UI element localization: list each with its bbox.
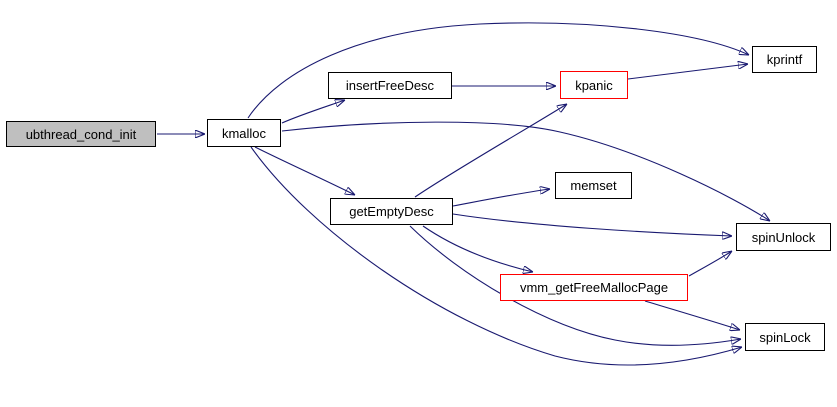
node-insertFreeDesc[interactable]: insertFreeDesc xyxy=(328,72,452,99)
edge-getEmptyDesc-kpanic xyxy=(414,104,567,198)
edge-kmalloc-spinLock xyxy=(250,146,742,366)
edge-vmm_getFreeMallocPage-spinUnlock xyxy=(688,251,732,277)
edge-kmalloc-getEmptyDesc xyxy=(254,146,355,195)
node-memset[interactable]: memset xyxy=(555,172,632,199)
edge-getEmptyDesc-vmm_getFreeMallocPage xyxy=(422,225,533,272)
node-kprintf[interactable]: kprintf xyxy=(752,46,817,73)
node-ubthread_cond_init: ubthread_cond_init xyxy=(6,121,156,147)
node-vmm_getFreeMallocPage[interactable]: vmm_getFreeMallocPage xyxy=(500,274,688,301)
node-spinUnlock[interactable]: spinUnlock xyxy=(736,223,831,251)
node-getEmptyDesc[interactable]: getEmptyDesc xyxy=(330,198,453,225)
node-spinLock[interactable]: spinLock xyxy=(745,323,825,351)
node-kpanic[interactable]: kpanic xyxy=(560,71,628,99)
edge-kmalloc-kprintf xyxy=(247,22,749,119)
edge-kpanic-kprintf xyxy=(627,64,748,80)
edge-getEmptyDesc-memset xyxy=(452,189,550,207)
edge-getEmptyDesc-spinLock xyxy=(409,225,741,346)
edge-kmalloc-spinUnlock xyxy=(281,121,770,221)
edge-vmm_getFreeMallocPage-spinLock xyxy=(644,300,740,330)
edge-getEmptyDesc-spinUnlock xyxy=(452,213,732,236)
node-kmalloc[interactable]: kmalloc xyxy=(207,119,281,147)
edge-kmalloc-insertFreeDesc xyxy=(281,100,345,124)
